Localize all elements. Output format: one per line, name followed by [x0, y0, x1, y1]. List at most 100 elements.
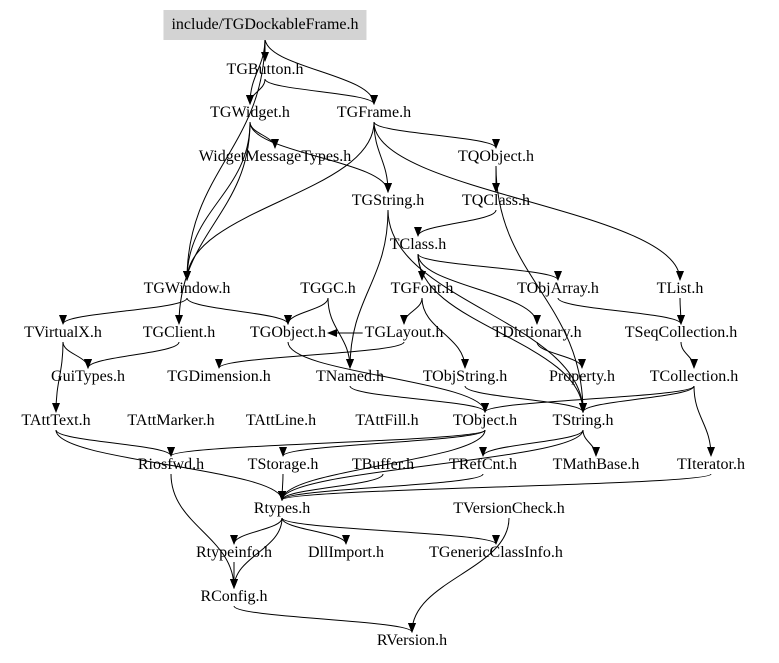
edge-tvirtualx-to-guitypes — [62, 341, 92, 369]
edge-tgframe-to-tlist — [373, 121, 684, 281]
node-tgframe[interactable]: TGFrame.h — [336, 104, 412, 121]
node-dllimport[interactable]: DllImport.h — [308, 544, 384, 561]
node-tatttext[interactable]: TAttText.h — [21, 412, 91, 429]
node-tattmarker[interactable]: TAttMarker.h — [127, 412, 215, 429]
edge-tstring-to-rtypes — [278, 429, 584, 501]
node-tbuffer[interactable]: TBuffer.h — [351, 456, 415, 473]
edge-riosfwd-to-rconfig — [170, 473, 238, 589]
node-tgdimension[interactable]: TGDimension.h — [167, 368, 271, 385]
edge-tclass-to-tdictionary — [417, 253, 541, 325]
node-trefcnt[interactable]: TRefCnt.h — [449, 456, 517, 473]
node-tattfill[interactable]: TAttFill.h — [355, 412, 419, 429]
node-tglayout[interactable]: TGLayout.h — [364, 324, 444, 341]
edge-root-to-tgframe — [264, 37, 378, 105]
node-tobject[interactable]: TObject.h — [452, 412, 518, 429]
edge-tgwidget-to-widgetmsg — [249, 121, 279, 149]
edge-tobject-to-tstorage — [279, 429, 486, 457]
edge-tobject-to-riosfwd — [167, 429, 486, 457]
edge-tgwidget-to-tgclient — [175, 121, 251, 325]
node-tvirtualx[interactable]: TVirtualX.h — [24, 324, 102, 341]
edge-tggc-to-tgobject — [284, 297, 329, 325]
edge-tgfont-to-tglayout — [400, 297, 423, 325]
node-tgwindow[interactable]: TGWindow.h — [143, 280, 231, 297]
node-tstring[interactable]: TString.h — [552, 412, 614, 429]
edge-root-to-tgwindow — [183, 37, 266, 281]
node-root[interactable]: include/TGDockableFrame.h — [163, 10, 367, 40]
edge-tgframe-to-tqobject — [373, 121, 500, 149]
edge-tgbutton-to-tgframe — [264, 78, 378, 105]
edge-titerator-to-rtypes — [278, 473, 712, 501]
edge-tqclass-to-tclass — [414, 209, 497, 237]
node-titerator[interactable]: TIterator.h — [677, 456, 745, 473]
edge-tqobject-to-tstring — [495, 165, 587, 413]
node-tqobject[interactable]: TQObject.h — [458, 148, 534, 165]
edge-tgwindow-to-tvirtualx — [59, 297, 188, 325]
node-tlist[interactable]: TList.h — [656, 280, 704, 297]
node-tseqcollection[interactable]: TSeqCollection.h — [624, 324, 738, 341]
edge-tgframe-to-tgwindow — [183, 121, 375, 281]
edge-tobject-to-rtypes — [278, 429, 486, 501]
edge-tversioncheck-to-rversion — [408, 517, 510, 633]
edge-trefcnt-to-rtypes — [278, 473, 484, 501]
node-tgfont[interactable]: TGFont.h — [390, 280, 454, 297]
node-tcollection[interactable]: TCollection.h — [649, 368, 739, 385]
edge-tgbutton-to-tgwidget — [246, 78, 266, 105]
edge-rtypes-to-dllimport — [281, 517, 350, 545]
node-tggc[interactable]: TGGC.h — [300, 280, 356, 297]
node-tattline[interactable]: TAttLine.h — [245, 412, 317, 429]
edge-tseqcollection-to-tcollection — [680, 341, 698, 369]
edge-tgclient-to-guitypes — [84, 341, 180, 369]
node-tobjarray[interactable]: TObjArray.h — [517, 280, 599, 297]
node-riosfwd[interactable]: Riosfwd.h — [137, 456, 205, 473]
node-tgenericclassinfo[interactable]: TGenericClassInfo.h — [429, 544, 563, 561]
node-tgobject[interactable]: TGObject.h — [250, 324, 326, 341]
edge-tgfont-to-tobjstring — [421, 297, 469, 369]
node-tstorage[interactable]: TStorage.h — [247, 456, 319, 473]
node-rconfig[interactable]: RConfig.h — [200, 588, 268, 605]
edge-tgstring-to-tstring — [387, 209, 587, 413]
edge-rtypes-to-tgenericclassinfo — [281, 517, 500, 545]
node-tversioncheck[interactable]: TVersionCheck.h — [453, 500, 565, 517]
edge-tgwidget-to-tgwindow — [183, 121, 251, 281]
node-rtypeinfo[interactable]: Rtypeinfo.h — [196, 544, 272, 561]
edge-tvirtualx-to-tatttext — [52, 341, 64, 413]
node-guitypes[interactable]: GuiTypes.h — [51, 368, 125, 385]
node-rtypes[interactable]: Rtypes.h — [253, 500, 311, 517]
edge-tobjstring-to-tstring — [464, 385, 587, 413]
edge-tobjarray-to-tseqcollection — [557, 297, 685, 325]
edge-rtypes-to-rconfig — [230, 517, 283, 589]
edge-tgframe-to-tgstring — [373, 121, 392, 193]
edge-rtypes-to-rtypeinfo — [230, 517, 283, 545]
node-property[interactable]: Property.h — [548, 368, 616, 385]
edge-tgobject-to-tobject — [287, 341, 489, 413]
edge-tatttext-to-riosfwd — [55, 429, 175, 457]
node-tgbutton[interactable]: TGButton.h — [226, 61, 304, 78]
node-tobjstring[interactable]: TObjString.h — [422, 368, 508, 385]
edge-rconfig-to-rversion — [233, 605, 416, 633]
edge-tlist-to-tseqcollection — [676, 297, 685, 325]
node-tdictionary[interactable]: TDictionary.h — [492, 324, 582, 341]
edge-tcollection-to-tstring — [579, 385, 695, 413]
edge-tstring-to-tmathbase — [582, 429, 600, 457]
edge-tcollection-to-titerator — [693, 385, 715, 457]
edge-tgstring-to-tnamed — [346, 209, 389, 369]
node-tqclass[interactable]: TQClass.h — [462, 192, 530, 209]
node-rversion[interactable]: RVersion.h — [376, 632, 448, 649]
node-tgclient[interactable]: TGClient.h — [142, 324, 216, 341]
edge-tstring-to-trefcnt — [479, 429, 584, 457]
node-tnamed[interactable]: TNamed.h — [316, 368, 384, 385]
node-tgstring[interactable]: TGString.h — [351, 192, 425, 209]
edge-tcollection-to-tobject — [481, 385, 695, 413]
node-tgwidget[interactable]: TGWidget.h — [210, 104, 290, 121]
edge-tnamed-to-tobject — [349, 385, 489, 413]
edge-tdictionary-to-property — [536, 341, 586, 369]
node-widgetmsg[interactable]: WidgetMessageTypes.h — [198, 148, 352, 165]
edge-tgwindow-to-tgobject — [186, 297, 292, 325]
node-tmathbase[interactable]: TMathBase.h — [552, 456, 640, 473]
node-tclass[interactable]: TClass.h — [389, 236, 447, 253]
edge-tgwidget-to-tgstring — [249, 121, 392, 193]
edge-tglayout-to-tgdimension — [215, 341, 405, 369]
edge-tclass-to-tobjarray — [417, 253, 562, 281]
